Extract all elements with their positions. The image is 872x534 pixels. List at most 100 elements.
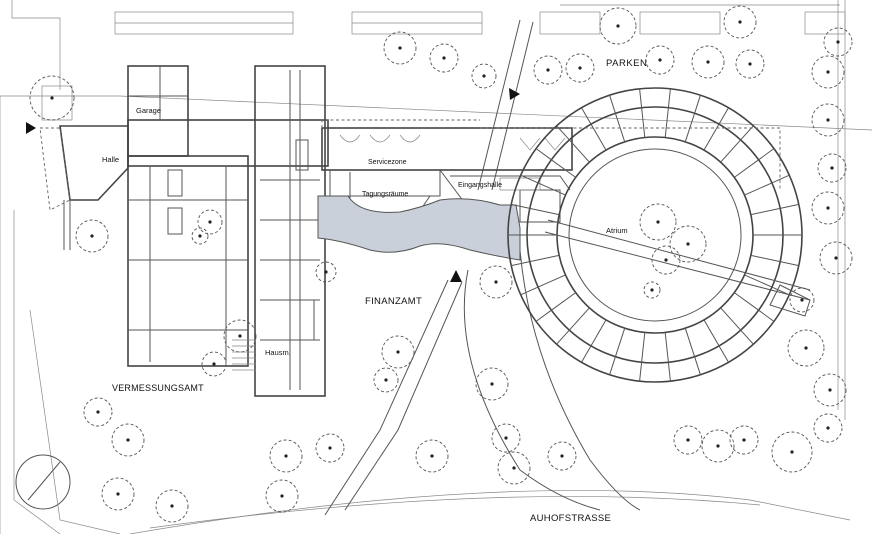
entrance-arrow-icon [26,122,36,134]
label-halle: Halle [102,155,119,164]
room-partition [551,159,576,178]
tree-icon [701,429,735,463]
room-partition [718,107,729,125]
room-partition [609,95,616,114]
tree-icon [83,397,113,427]
trees [29,5,853,523]
tree-icon [111,423,145,457]
room-partition [744,274,773,288]
room-partition [694,356,701,375]
tree-icon [315,433,345,463]
room-partition [535,148,552,161]
room-partition [664,332,669,363]
tree-icon [789,287,815,313]
tree-icon [75,219,109,253]
room-partition [740,329,754,345]
tree-icon [155,489,189,523]
parking-bays [114,11,846,35]
room-partition [734,159,759,178]
room-partition [537,182,566,196]
room-partition [581,107,592,125]
tree-icon [373,367,399,393]
tree-icon [599,7,637,45]
tree-icon [651,245,681,275]
room-partition [750,207,781,216]
entrance-arrow-icon [450,270,462,282]
room-partition [758,309,775,322]
tree-icon [381,335,415,369]
tree-icon [269,439,303,473]
room-partition [750,254,781,263]
room-partition [641,332,646,363]
tree-icon [819,241,853,275]
room-partition [641,107,646,138]
tree-icon [813,373,847,407]
tree-icon [771,431,813,473]
entrance-arrow-icon [509,88,520,100]
room-partition [614,328,626,357]
room-partition [529,207,560,216]
tree-icon [29,75,75,121]
tree-icon [723,5,757,39]
room-partition [529,254,560,263]
entrance-hall-area [317,195,521,261]
entrance-arrows [26,88,520,282]
room-partition [581,345,592,363]
tree-icon [479,265,513,299]
roundabout [15,454,71,510]
tree-icon [475,367,509,401]
room-partition [780,261,799,267]
tree-icon [429,43,459,73]
overhang-outlines [39,119,781,211]
room-partition [744,182,773,196]
label-eingangshalle: Eingangshalle [458,182,502,189]
tree-icon [191,227,209,245]
room-partition [720,307,741,331]
room-partition [520,174,539,184]
tree-icon [823,27,853,57]
room-partition [684,328,696,357]
circular-building-partitions [508,88,802,382]
room-partition [535,309,552,322]
label-garage: Garage [136,106,161,115]
room-partition [551,292,576,311]
tree-icon [415,439,449,473]
access-roads [324,19,641,516]
tree-icon [735,49,765,79]
tree-icon [565,53,595,83]
room-partition [667,362,671,382]
tree-icon [817,153,847,183]
tree-icon [201,351,227,377]
tree-icon [383,31,417,65]
room-partition [590,319,607,347]
tree-icon [471,63,497,89]
tree-icon [101,477,135,511]
room-partition [734,292,759,311]
room-partition [520,286,539,296]
room-partition [590,123,607,151]
label-tagungsraeume: Tagungsräume [362,191,408,198]
tree-icon [811,191,845,225]
tree-icon [787,329,825,367]
room-partition [569,307,590,331]
room-partition [569,139,590,163]
room-partition [718,345,729,363]
room-partition [664,107,669,138]
tree-icon [811,55,845,89]
vermessungsamt-building [59,65,329,397]
room-partition [703,319,720,347]
top-left-structure [11,0,73,121]
room-partition [609,356,616,375]
label-vermessungsamt: VERMESSUNGSAMT [112,383,204,393]
room-partition [639,88,643,108]
room-partition [758,148,775,161]
label-parken: PARKEN [606,58,647,69]
tree-icon [265,479,299,513]
room-partition [511,203,530,209]
tree-icon [223,319,257,353]
label-servicezone: Servicezone [368,159,407,166]
tree-icon [669,225,707,263]
